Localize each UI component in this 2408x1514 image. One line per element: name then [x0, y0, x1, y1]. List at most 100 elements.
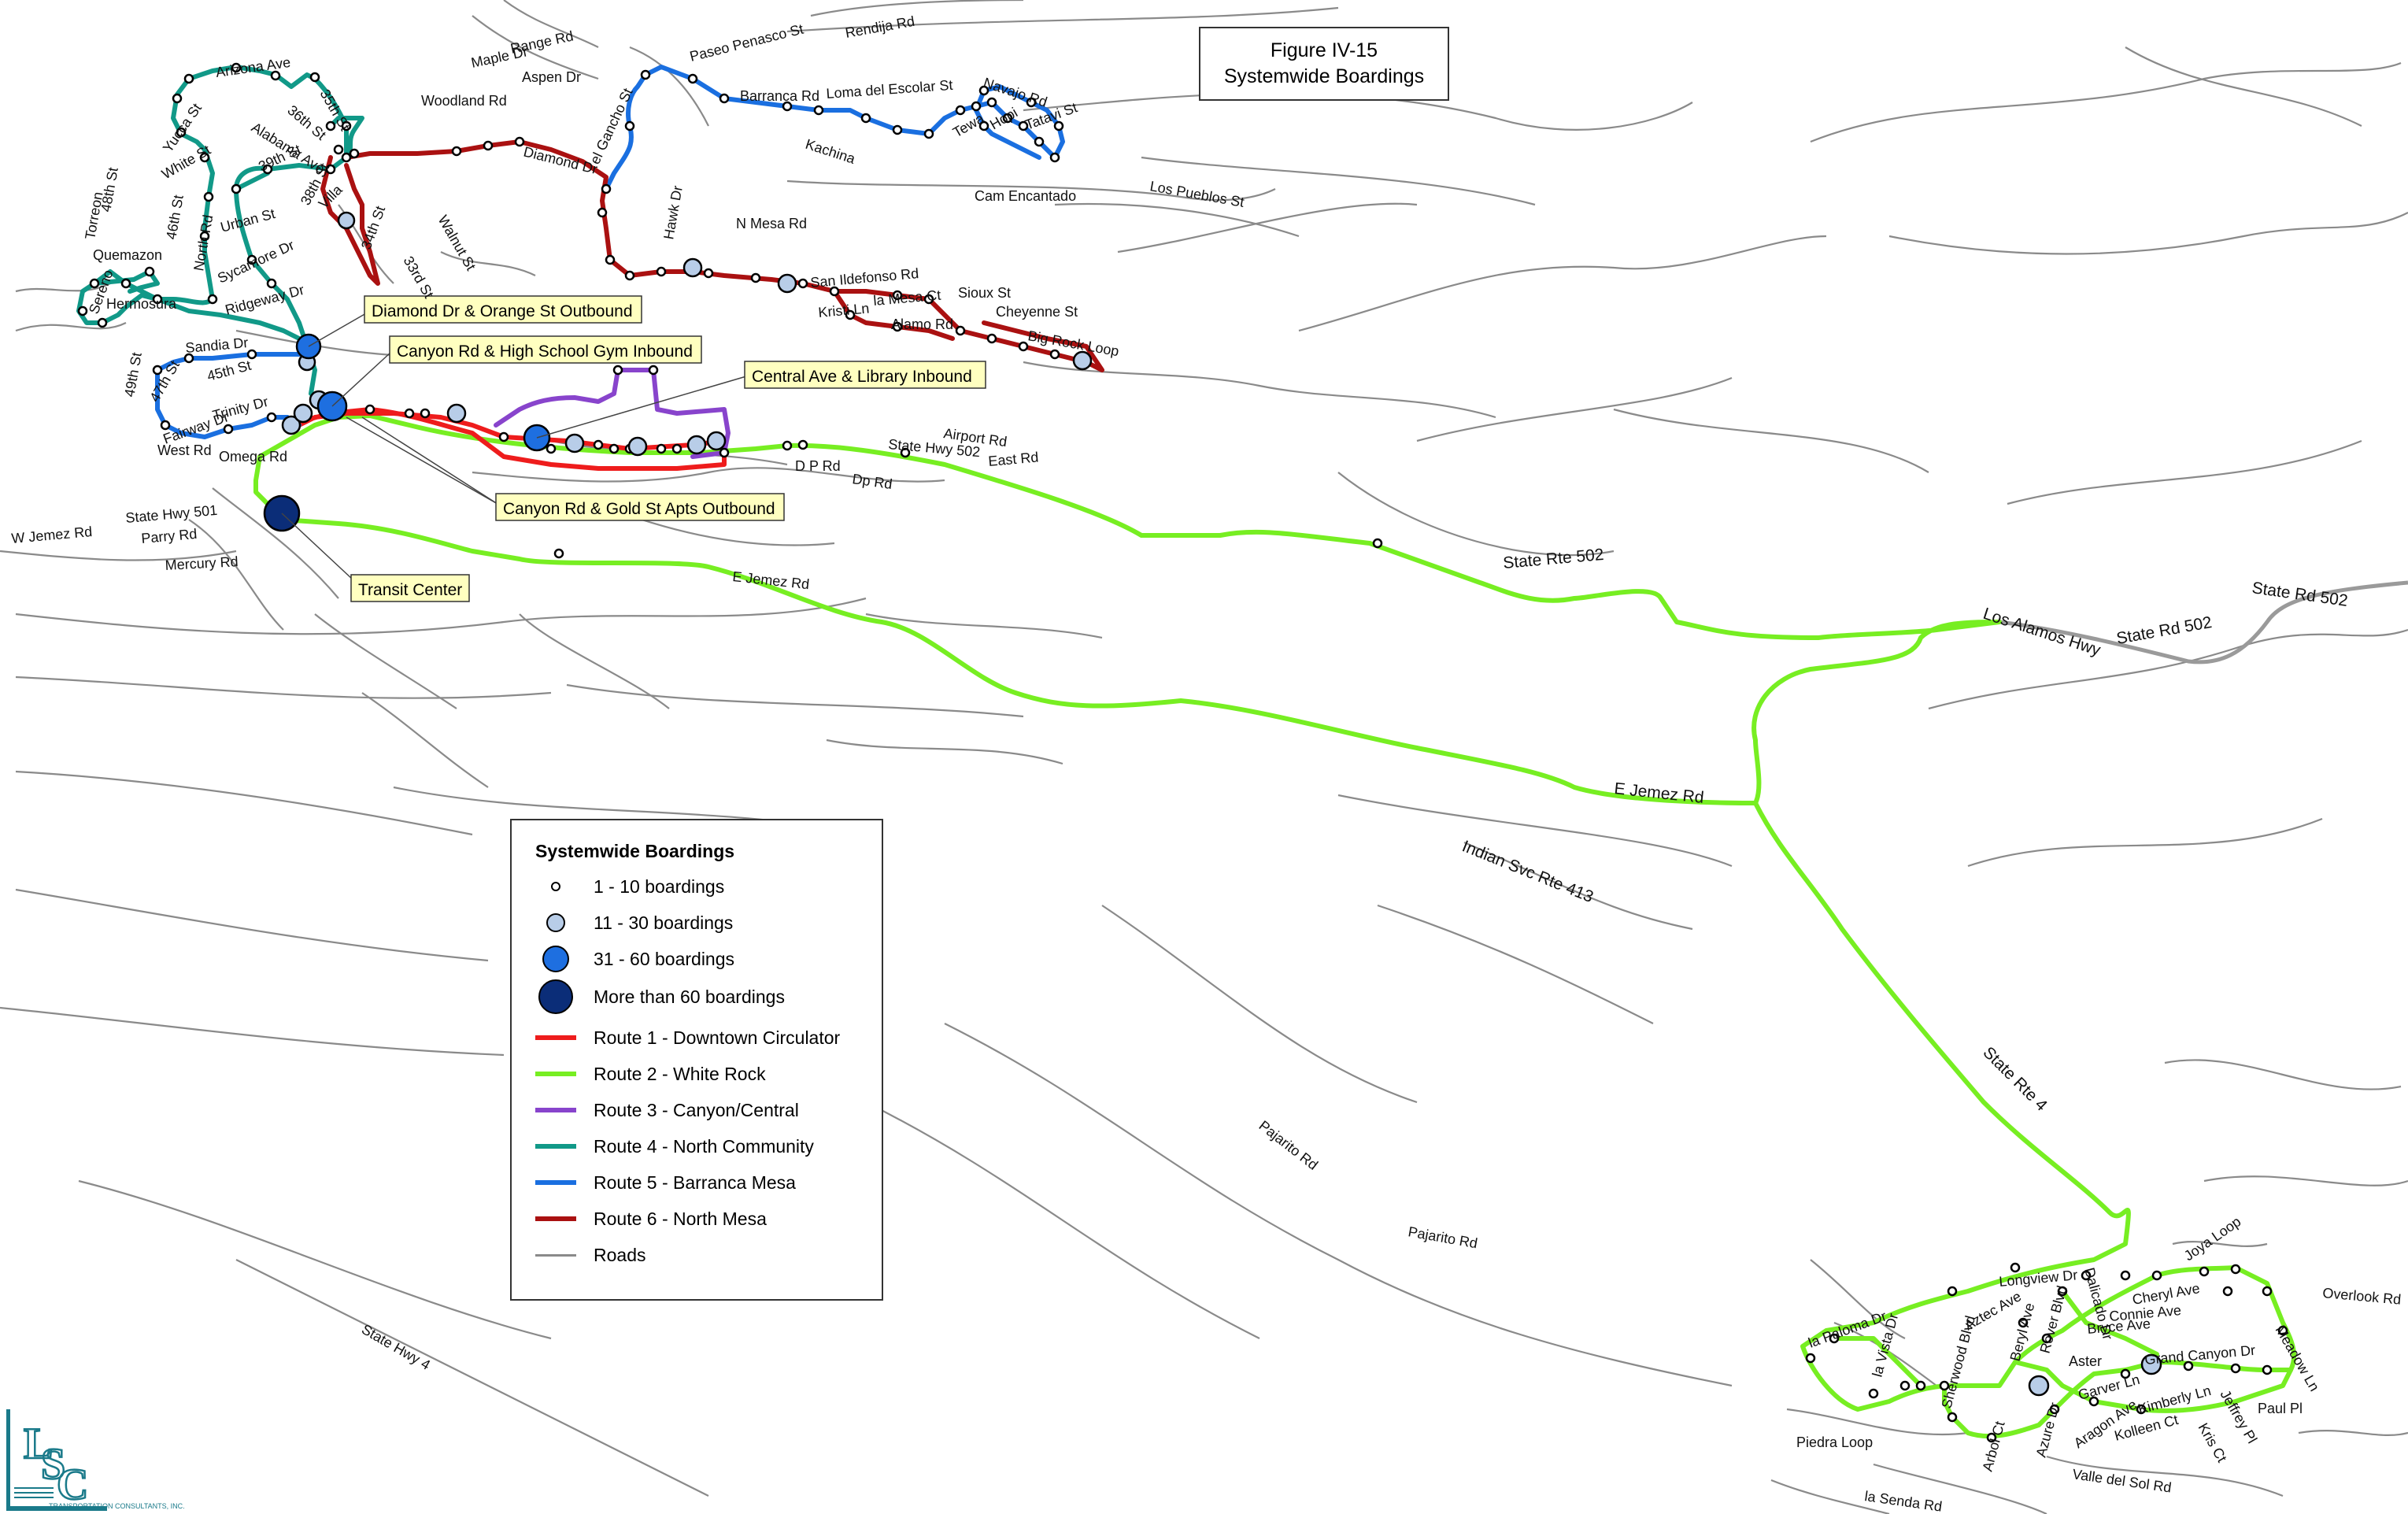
figure-title: Figure IV-15 Systemwide Boardings — [1199, 27, 1449, 101]
svg-text:C: C — [57, 1460, 88, 1509]
legend-item-medium: 11 - 30 boardings — [535, 907, 733, 938]
svg-text:Dp Rd: Dp Rd — [851, 471, 893, 492]
legend-title: Systemwide Boardings — [535, 841, 735, 861]
svg-text:la Mesa Ct: la Mesa Ct — [873, 287, 941, 309]
svg-text:Joya Loop: Joya Loop — [2181, 1213, 2244, 1264]
svg-text:Woodland Rd: Woodland Rd — [421, 93, 507, 109]
svg-text:Overlook Rd: Overlook Rd — [2322, 1285, 2402, 1308]
svg-text:Barranca Rd: Barranca Rd — [740, 88, 819, 104]
svg-text:San Ildefonso Rd: San Ildefonso Rd — [810, 265, 919, 291]
svg-text:Indian Svc Rte 413: Indian Svc Rte 413 — [1459, 837, 1596, 906]
company-name: TRANSPORTATION CONSULTANTS, INC. — [49, 1502, 185, 1510]
legend-route-5: Route 5 - Barranca Mesa — [535, 1167, 796, 1198]
svg-text:47th St: 47th St — [146, 358, 183, 405]
svg-text:Fairway Dr: Fairway Dr — [161, 409, 231, 447]
route-3-swatch — [535, 1108, 576, 1112]
route-1-swatch — [535, 1035, 576, 1040]
large-stop-symbol — [542, 946, 569, 972]
legend-item-small: 1 - 10 boardings — [535, 871, 724, 902]
figure-caption: Systemwide Boardings — [1223, 65, 1425, 87]
legend-roads: Roads — [535, 1239, 645, 1271]
route-1-downtown — [285, 407, 727, 471]
svg-text:Cam Encantado: Cam Encantado — [975, 188, 1076, 204]
svg-text:Torreon: Torreon — [82, 191, 105, 241]
xlarge-stop-symbol — [538, 979, 573, 1014]
svg-text:Loma del Escolar St: Loma del Escolar St — [826, 77, 953, 102]
svg-text:Beryl Ave: Beryl Ave — [2007, 1301, 2038, 1363]
svg-text:Paseo Penasco St: Paseo Penasco St — [688, 21, 805, 65]
route-3-canyon-central — [494, 368, 731, 459]
svg-text:Omega Rd: Omega Rd — [219, 449, 287, 465]
svg-text:Walnut St: Walnut St — [435, 213, 479, 273]
svg-text:Hawk Dr: Hawk Dr — [660, 184, 686, 240]
highway — [1999, 580, 2408, 664]
svg-text:49th St: 49th St — [121, 351, 145, 398]
svg-text:State Hwy 4: State Hwy 4 — [359, 1321, 433, 1373]
svg-text:Hermosura: Hermosura — [106, 296, 177, 312]
route-2-swatch — [535, 1072, 576, 1076]
svg-text:Piedra Loop: Piedra Loop — [1796, 1434, 1873, 1450]
route-5-swatch — [535, 1180, 576, 1185]
legend-route-6: Route 6 - North Mesa — [535, 1203, 767, 1235]
svg-text:33rd St: 33rd St — [401, 254, 437, 301]
svg-text:36th St: 36th St — [284, 102, 329, 143]
svg-text:Paul Pl: Paul Pl — [2258, 1401, 2303, 1416]
svg-text:Mercury Rd: Mercury Rd — [165, 553, 239, 573]
svg-text:Rover Blvd: Rover Blvd — [2037, 1284, 2070, 1355]
legend-route-4: Route 4 - North Community — [535, 1131, 814, 1162]
svg-text:State Hwy 501: State Hwy 501 — [125, 502, 218, 526]
svg-text:Los Alamos Hwy: Los Alamos Hwy — [1981, 605, 2103, 660]
svg-text:East Rd: East Rd — [988, 449, 1040, 469]
svg-text:45th St: 45th St — [205, 357, 253, 384]
legend-route-1: Route 1 - Downtown Circulator — [535, 1022, 840, 1053]
svg-text:Quemazon: Quemazon — [93, 247, 162, 263]
svg-text:Meadow Ln: Meadow Ln — [2273, 1323, 2323, 1394]
callout-canyon-high-school: Canyon Rd & High School Gym Inbound — [331, 335, 702, 407]
svg-text:North Rd: North Rd — [190, 213, 216, 272]
svg-text:Central Ave & Library Inbound: Central Ave & Library Inbound — [752, 368, 972, 386]
svg-text:Los Pueblos St: Los Pueblos St — [1149, 178, 1245, 210]
svg-text:Kris Ct: Kris Ct — [2195, 1420, 2230, 1465]
road-labels: Rendija Rd Range Rd Maple Dr Aspen Dr Ar… — [11, 13, 2402, 1514]
legend-route-3: Route 3 - Canyon/Central — [535, 1094, 799, 1126]
callout-central-library: Central Ave & Library Inbound — [536, 361, 986, 439]
svg-text:Kachina: Kachina — [804, 136, 858, 167]
svg-text:N Mesa Rd: N Mesa Rd — [736, 216, 807, 231]
svg-text:Aztec Ave: Aztec Ave — [1962, 1288, 2024, 1333]
svg-text:Maple Dr: Maple Dr — [470, 43, 530, 71]
callout-diamond-orange: Diamond Dr & Orange St Outbound — [308, 295, 642, 347]
route-4-swatch — [535, 1144, 576, 1149]
svg-text:Canyon Rd & High School Gym In: Canyon Rd & High School Gym Inbound — [397, 342, 693, 361]
svg-text:State Rte 4: State Rte 4 — [1979, 1043, 2051, 1115]
stops-medium — [281, 211, 2162, 1397]
small-stop-symbol — [551, 882, 560, 891]
figure-number: Figure IV-15 — [1270, 39, 1378, 61]
svg-text:Diamond Dr & Orange St Outboun: Diamond Dr & Orange St Outbound — [372, 302, 633, 320]
svg-text:Rendija Rd: Rendija Rd — [844, 13, 915, 41]
svg-text:Hopi: Hopi — [987, 105, 1020, 133]
svg-text:Sandia Dr: Sandia Dr — [185, 335, 249, 356]
svg-text:Kristi Ln: Kristi Ln — [818, 300, 871, 320]
svg-text:Aster: Aster — [2069, 1353, 2102, 1369]
svg-text:Sycamore Dr: Sycamore Dr — [215, 237, 297, 287]
route-2-white-rock — [253, 413, 2297, 1439]
svg-text:Azure Dr: Azure Dr — [2033, 1401, 2063, 1459]
svg-text:D P Rd: D P Rd — [795, 458, 841, 474]
svg-text:Alamo Rd: Alamo Rd — [891, 316, 953, 332]
legend-item-large: 31 - 60 boardings — [535, 943, 734, 975]
route-6-swatch — [535, 1216, 576, 1221]
svg-text:Aspen Dr: Aspen Dr — [522, 69, 581, 85]
svg-text:Cheyenne St: Cheyenne St — [996, 304, 1078, 320]
svg-text:L: L — [24, 1420, 53, 1468]
company-logo: L S C — [6, 1409, 107, 1511]
legend-route-2: Route 2 - White Rock — [535, 1058, 766, 1090]
svg-text:Diamond Dr: Diamond Dr — [522, 143, 599, 177]
svg-text:E Jemez Rd: E Jemez Rd — [1613, 779, 1704, 807]
callout-transit-center: Transit Center — [281, 513, 470, 602]
roads-swatch — [535, 1253, 576, 1257]
svg-text:S: S — [41, 1440, 65, 1489]
svg-text:State Rte 502: State Rte 502 — [1502, 546, 1604, 572]
svg-text:West Rd: West Rd — [157, 442, 212, 458]
svg-text:Arbol Ct: Arbol Ct — [1980, 1420, 2008, 1473]
